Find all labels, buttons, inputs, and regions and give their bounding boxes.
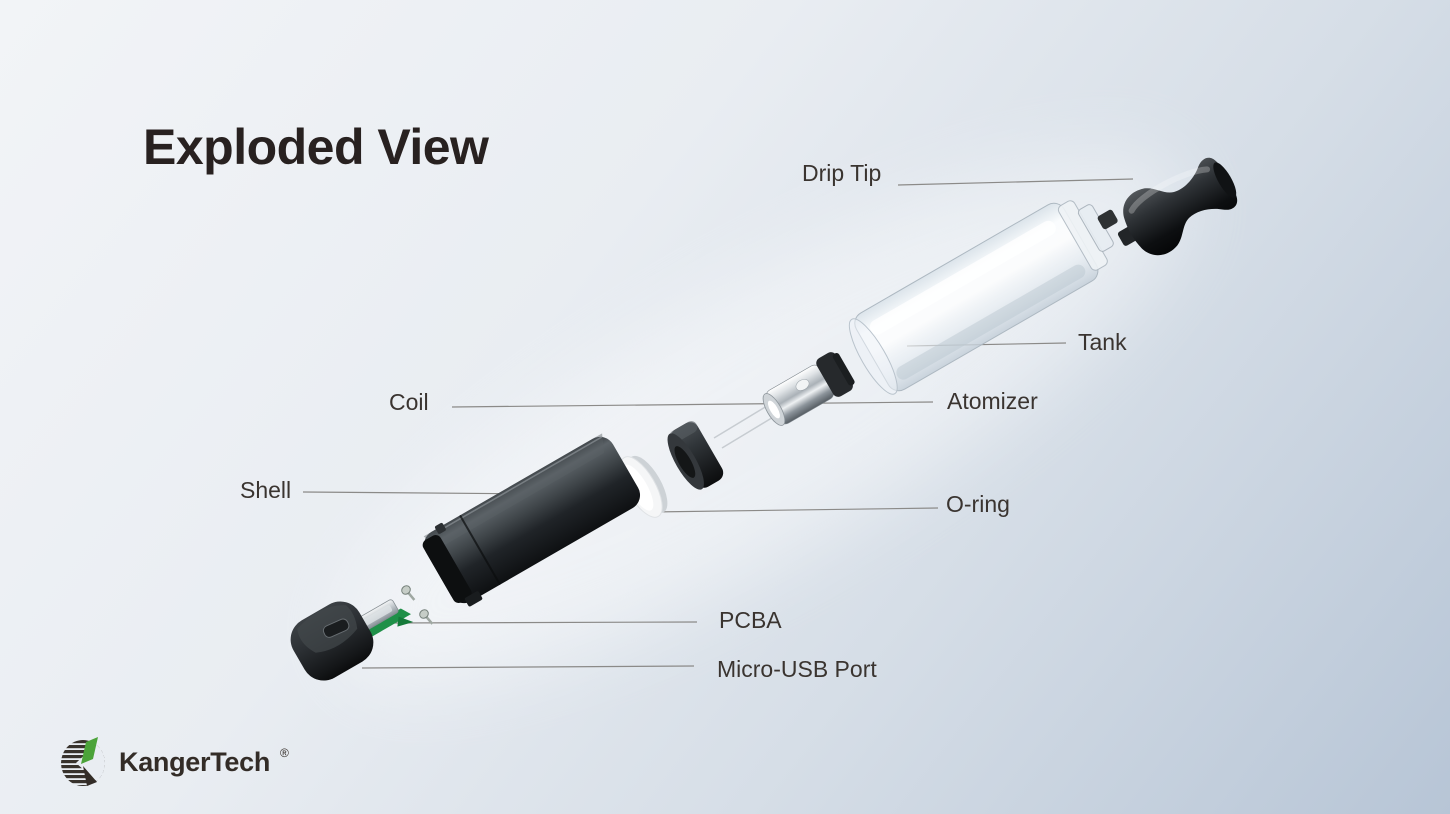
- part-coil: [762, 352, 855, 426]
- part-atomizer-base: [667, 421, 724, 490]
- leader-coil-atomizer: [451, 401, 934, 408]
- brand-logo: KangerTech ®: [60, 734, 289, 790]
- screw-1: [401, 585, 416, 601]
- coil-cotton: [767, 400, 780, 419]
- coil-wires: [713, 402, 781, 449]
- drip-tip-mouth: [1213, 162, 1237, 198]
- page-title: Exploded View: [143, 119, 489, 175]
- logo-leaf-green: [81, 737, 98, 764]
- label-o-ring: O-ring: [946, 491, 1010, 517]
- part-tank: [848, 200, 1118, 395]
- leader-pcba: [385, 621, 698, 624]
- part-shell: [422, 433, 641, 607]
- part-micro-usb-cap: [290, 601, 374, 681]
- label-shell: Shell: [240, 477, 292, 503]
- coil-cap: [816, 352, 853, 397]
- leader-drip-tip: [897, 178, 1134, 186]
- leader-o-ring: [650, 507, 939, 513]
- registered-mark: ®: [280, 746, 289, 760]
- label-drip-tip: Drip Tip: [802, 160, 882, 186]
- screw-2: [419, 609, 434, 625]
- micro-usb-slot: [322, 618, 350, 638]
- label-tank: Tank: [1078, 329, 1127, 355]
- label-micro-usb: Micro-USB Port: [717, 656, 877, 682]
- logo-k-leg: [83, 766, 97, 786]
- coil-airhole: [795, 379, 810, 391]
- label-atomizer: Atomizer: [947, 388, 1038, 414]
- brand-name: KangerTech: [119, 746, 271, 777]
- label-pcba: PCBA: [719, 607, 782, 633]
- label-coil: Coil: [389, 389, 429, 415]
- tank-cap-nub: [1097, 209, 1118, 230]
- shell-base-end: [422, 535, 472, 603]
- kangertech-logo-icon: [61, 737, 105, 786]
- part-drip-tip: [1117, 157, 1238, 256]
- leader-micro-usb: [361, 665, 695, 669]
- pcb-board: [359, 608, 411, 638]
